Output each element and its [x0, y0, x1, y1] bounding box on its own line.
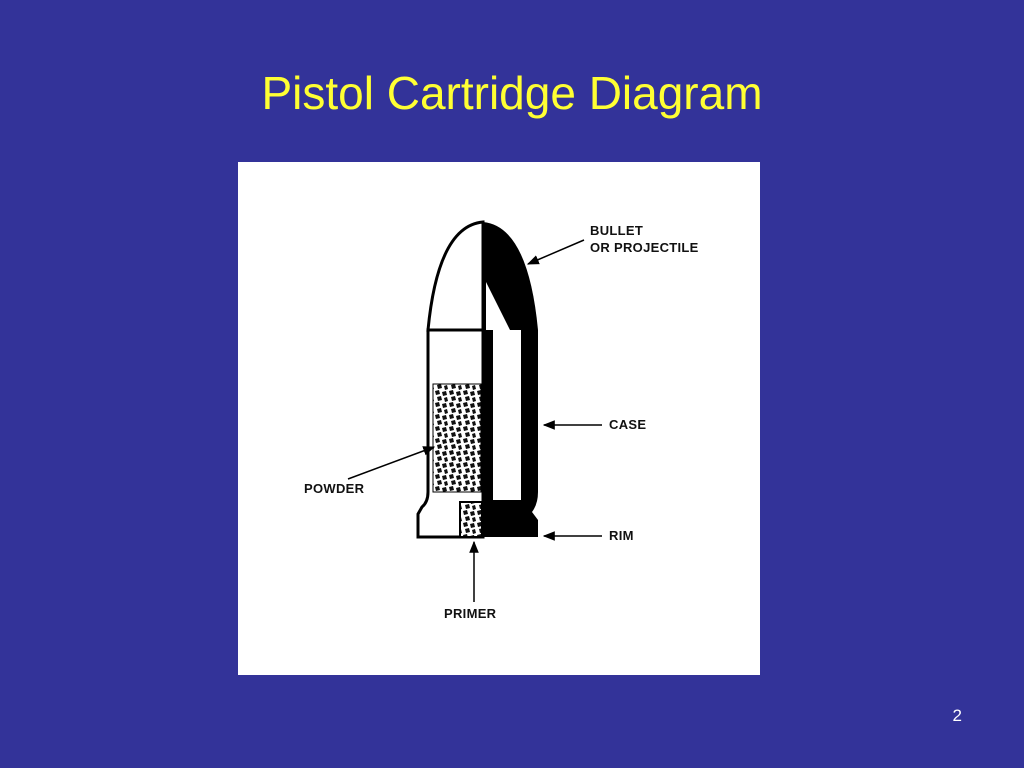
powder-grains	[432, 383, 482, 493]
arrow-bullet	[526, 239, 585, 265]
label-rim: RIM	[609, 528, 634, 543]
cartridge-diagram: BULLET OR PROJECTILE CASE POWDER RIM PRI…	[238, 162, 760, 675]
label-bullet-line2: OR PROJECTILE	[590, 240, 699, 255]
label-powder: POWDER	[304, 481, 365, 496]
label-bullet-line1: BULLET	[590, 223, 643, 238]
bullet-left-half	[426, 220, 485, 332]
case-inner-wall	[493, 330, 521, 500]
arrow-powder	[347, 446, 436, 480]
page-number: 2	[952, 706, 962, 725]
bullet-inner-cavity	[486, 282, 510, 330]
slide-title: Pistol Cartridge Diagram	[261, 67, 763, 119]
label-primer: PRIMER	[444, 606, 497, 621]
cartridge-diagram-svg: BULLET OR PROJECTILE CASE POWDER RIM PRI…	[304, 220, 699, 621]
bullet-right-half	[483, 222, 538, 330]
label-case: CASE	[609, 417, 646, 432]
primer-section	[459, 501, 483, 538]
